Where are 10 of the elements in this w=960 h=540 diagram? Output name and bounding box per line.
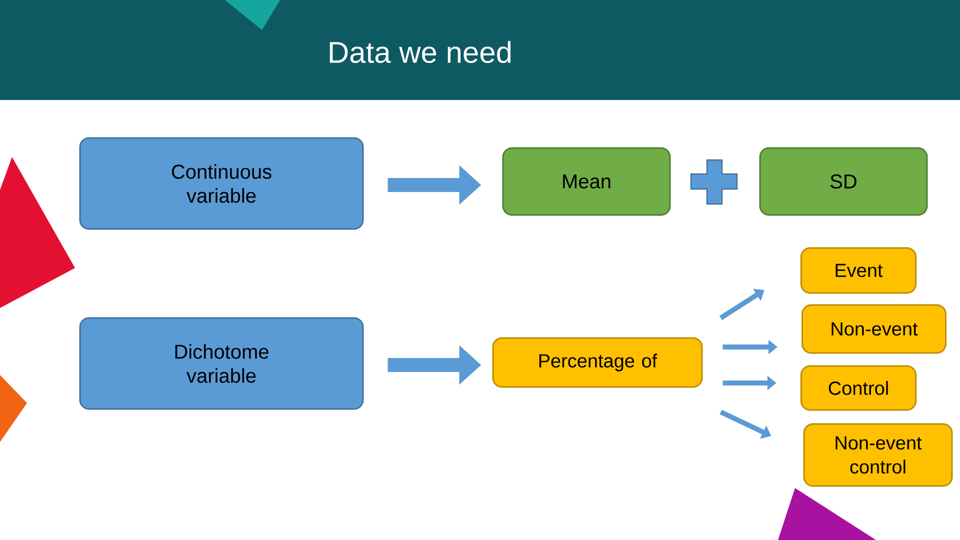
measure-box: Mean [502,147,671,216]
outcome-box: Non-event control [803,423,953,487]
outcome-box: Control [800,365,917,411]
outcome-box: Percentage of [492,337,703,388]
measure-box: SD [759,147,928,216]
outcome-box: Non-event [802,304,946,354]
variable-box: Continuous variable [79,137,364,230]
variable-box: Dichotome variable [79,317,364,410]
outcome-box: Event [800,247,917,294]
title: Data we need [330,40,511,64]
